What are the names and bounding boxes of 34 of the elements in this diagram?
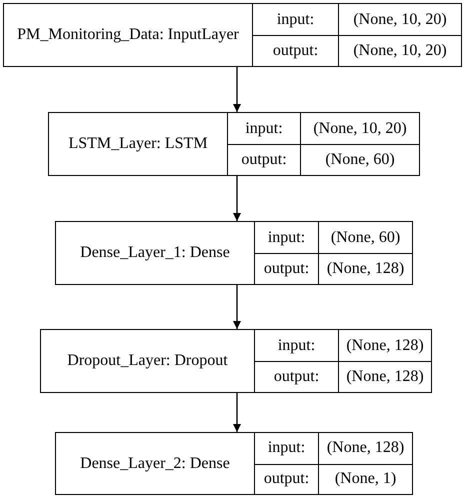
layer-box [55, 221, 413, 285]
layer-box [55, 432, 413, 495]
port-label: output: [255, 253, 318, 284]
arrow [233, 393, 241, 432]
shape-value: (None, 128) [338, 330, 431, 361]
shape-value: (None, 60) [300, 144, 419, 175]
shape-value: (None, 1) [318, 464, 412, 494]
port-label: input: [276, 10, 316, 30]
layer-box [48, 112, 420, 176]
port-label: input: [244, 118, 284, 138]
port-label: output: [255, 361, 338, 392]
layer-box [3, 3, 462, 67]
port-label: output: [228, 144, 300, 175]
shape-value: (None, 10, 20) [338, 4, 461, 35]
layer-name: Dense_Layer_2: Dense [56, 433, 255, 494]
layer-name: PM_Monitoring_Data: InputLayer [4, 4, 253, 66]
arrow [233, 67, 241, 112]
shape-value: (None, 60) [318, 222, 412, 253]
layer-name: LSTM_Layer: LSTM [49, 113, 228, 175]
layer-name: Dense_Layer_1: Dense [56, 222, 255, 284]
port-label: output: [255, 464, 318, 494]
port-label: input: [266, 228, 306, 248]
layer-name: Dropout_Layer: Dropout [41, 330, 255, 392]
port-label: input: [276, 336, 316, 356]
shape-value: (None, 128) [338, 361, 431, 392]
arrow [233, 176, 241, 221]
port-label: output: [253, 35, 338, 66]
shape-value: (None, 10, 20) [300, 113, 419, 144]
port-label: input: [266, 438, 306, 458]
arrow [233, 285, 241, 329]
layer-box [40, 329, 432, 393]
shape-value: (None, 128) [318, 253, 412, 284]
shape-value: (None, 128) [318, 433, 412, 464]
shape-value: (None, 10, 20) [338, 35, 461, 66]
